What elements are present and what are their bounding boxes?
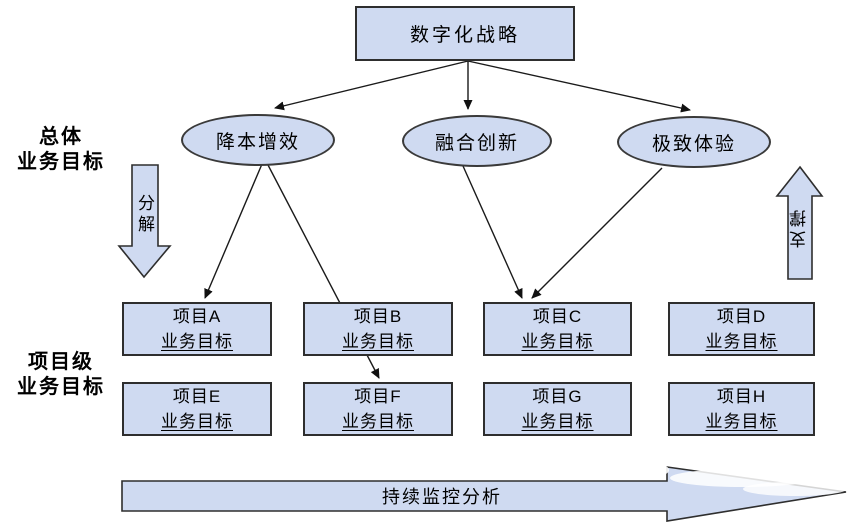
project-box-subtitle: 业务目标	[521, 332, 594, 351]
project-box-subtitle: 业务目标	[342, 412, 414, 431]
goal-ellipse-label: 降本增效	[215, 131, 300, 153]
overall-goals-label: 总体 业务目标	[5, 125, 117, 175]
connector-goal2-projC	[462, 165, 523, 299]
project-box-subtitle: 业务目标	[161, 332, 233, 351]
project-box-title: 项目A	[172, 307, 222, 326]
project-box-subtitle: 业务目标	[705, 412, 778, 431]
goal-ellipse-cost-efficiency: 降本增效	[181, 114, 335, 166]
project-box-title: 项目E	[172, 387, 222, 406]
project-level-goals-label: 项目级 业务目标	[5, 350, 117, 400]
overall-goals-label-line1: 总体	[39, 126, 83, 148]
project-box-title: 项目C	[532, 307, 583, 326]
project-box-subtitle: 业务目标	[705, 332, 778, 351]
strategy-box: 数字化战略	[355, 6, 575, 61]
connector-goal1-projA	[204, 163, 263, 299]
goal-ellipse-integration-innovation: 融合创新	[402, 115, 552, 167]
project-level-goals-label-line2: 业务目标	[17, 376, 105, 398]
goal-ellipse-label: 极致体验	[651, 133, 736, 155]
overall-goals-label-line2: 业务目标	[17, 151, 105, 173]
project-box-subtitle: 业务目标	[161, 412, 233, 431]
strategy-box-label: 数字化战略	[409, 25, 520, 46]
project-box-D: 项目D 业务目标	[668, 302, 815, 356]
project-box-title: 项目D	[716, 307, 767, 326]
connector-strategy-goal3	[467, 60, 691, 113]
goal-ellipse-label: 融合创新	[434, 132, 519, 154]
project-box-E: 项目E 业务目标	[122, 382, 272, 436]
project-box-F: 项目F 业务目标	[303, 382, 453, 436]
connector-strategy-goal1	[274, 60, 469, 111]
project-box-title: 项目G	[532, 387, 583, 406]
project-box-C: 项目C 业务目标	[483, 302, 632, 356]
project-box-B: 项目B 业务目标	[303, 302, 453, 356]
project-box-A: 项目A 业务目标	[122, 302, 272, 356]
project-box-subtitle: 业务目标	[521, 412, 594, 431]
connector-goal3-projC	[531, 167, 663, 299]
project-box-subtitle: 业务目标	[342, 332, 414, 351]
smudge-mark	[635, 463, 669, 477]
decompose-arrow-label: 分解	[135, 194, 154, 236]
project-box-H: 项目H 业务目标	[668, 382, 815, 436]
project-box-G: 项目G 业务目标	[483, 382, 632, 436]
project-level-goals-label-line1: 项目级	[28, 351, 94, 373]
project-box-title: 项目F	[354, 387, 402, 406]
monitoring-arrow-label: 持续监控分析	[382, 487, 502, 507]
support-arrow-label: 支撑	[790, 206, 809, 248]
project-box-title: 项目B	[353, 307, 403, 326]
project-box-title: 项目H	[716, 387, 767, 406]
goal-ellipse-ultimate-experience: 极致体验	[617, 116, 771, 168]
